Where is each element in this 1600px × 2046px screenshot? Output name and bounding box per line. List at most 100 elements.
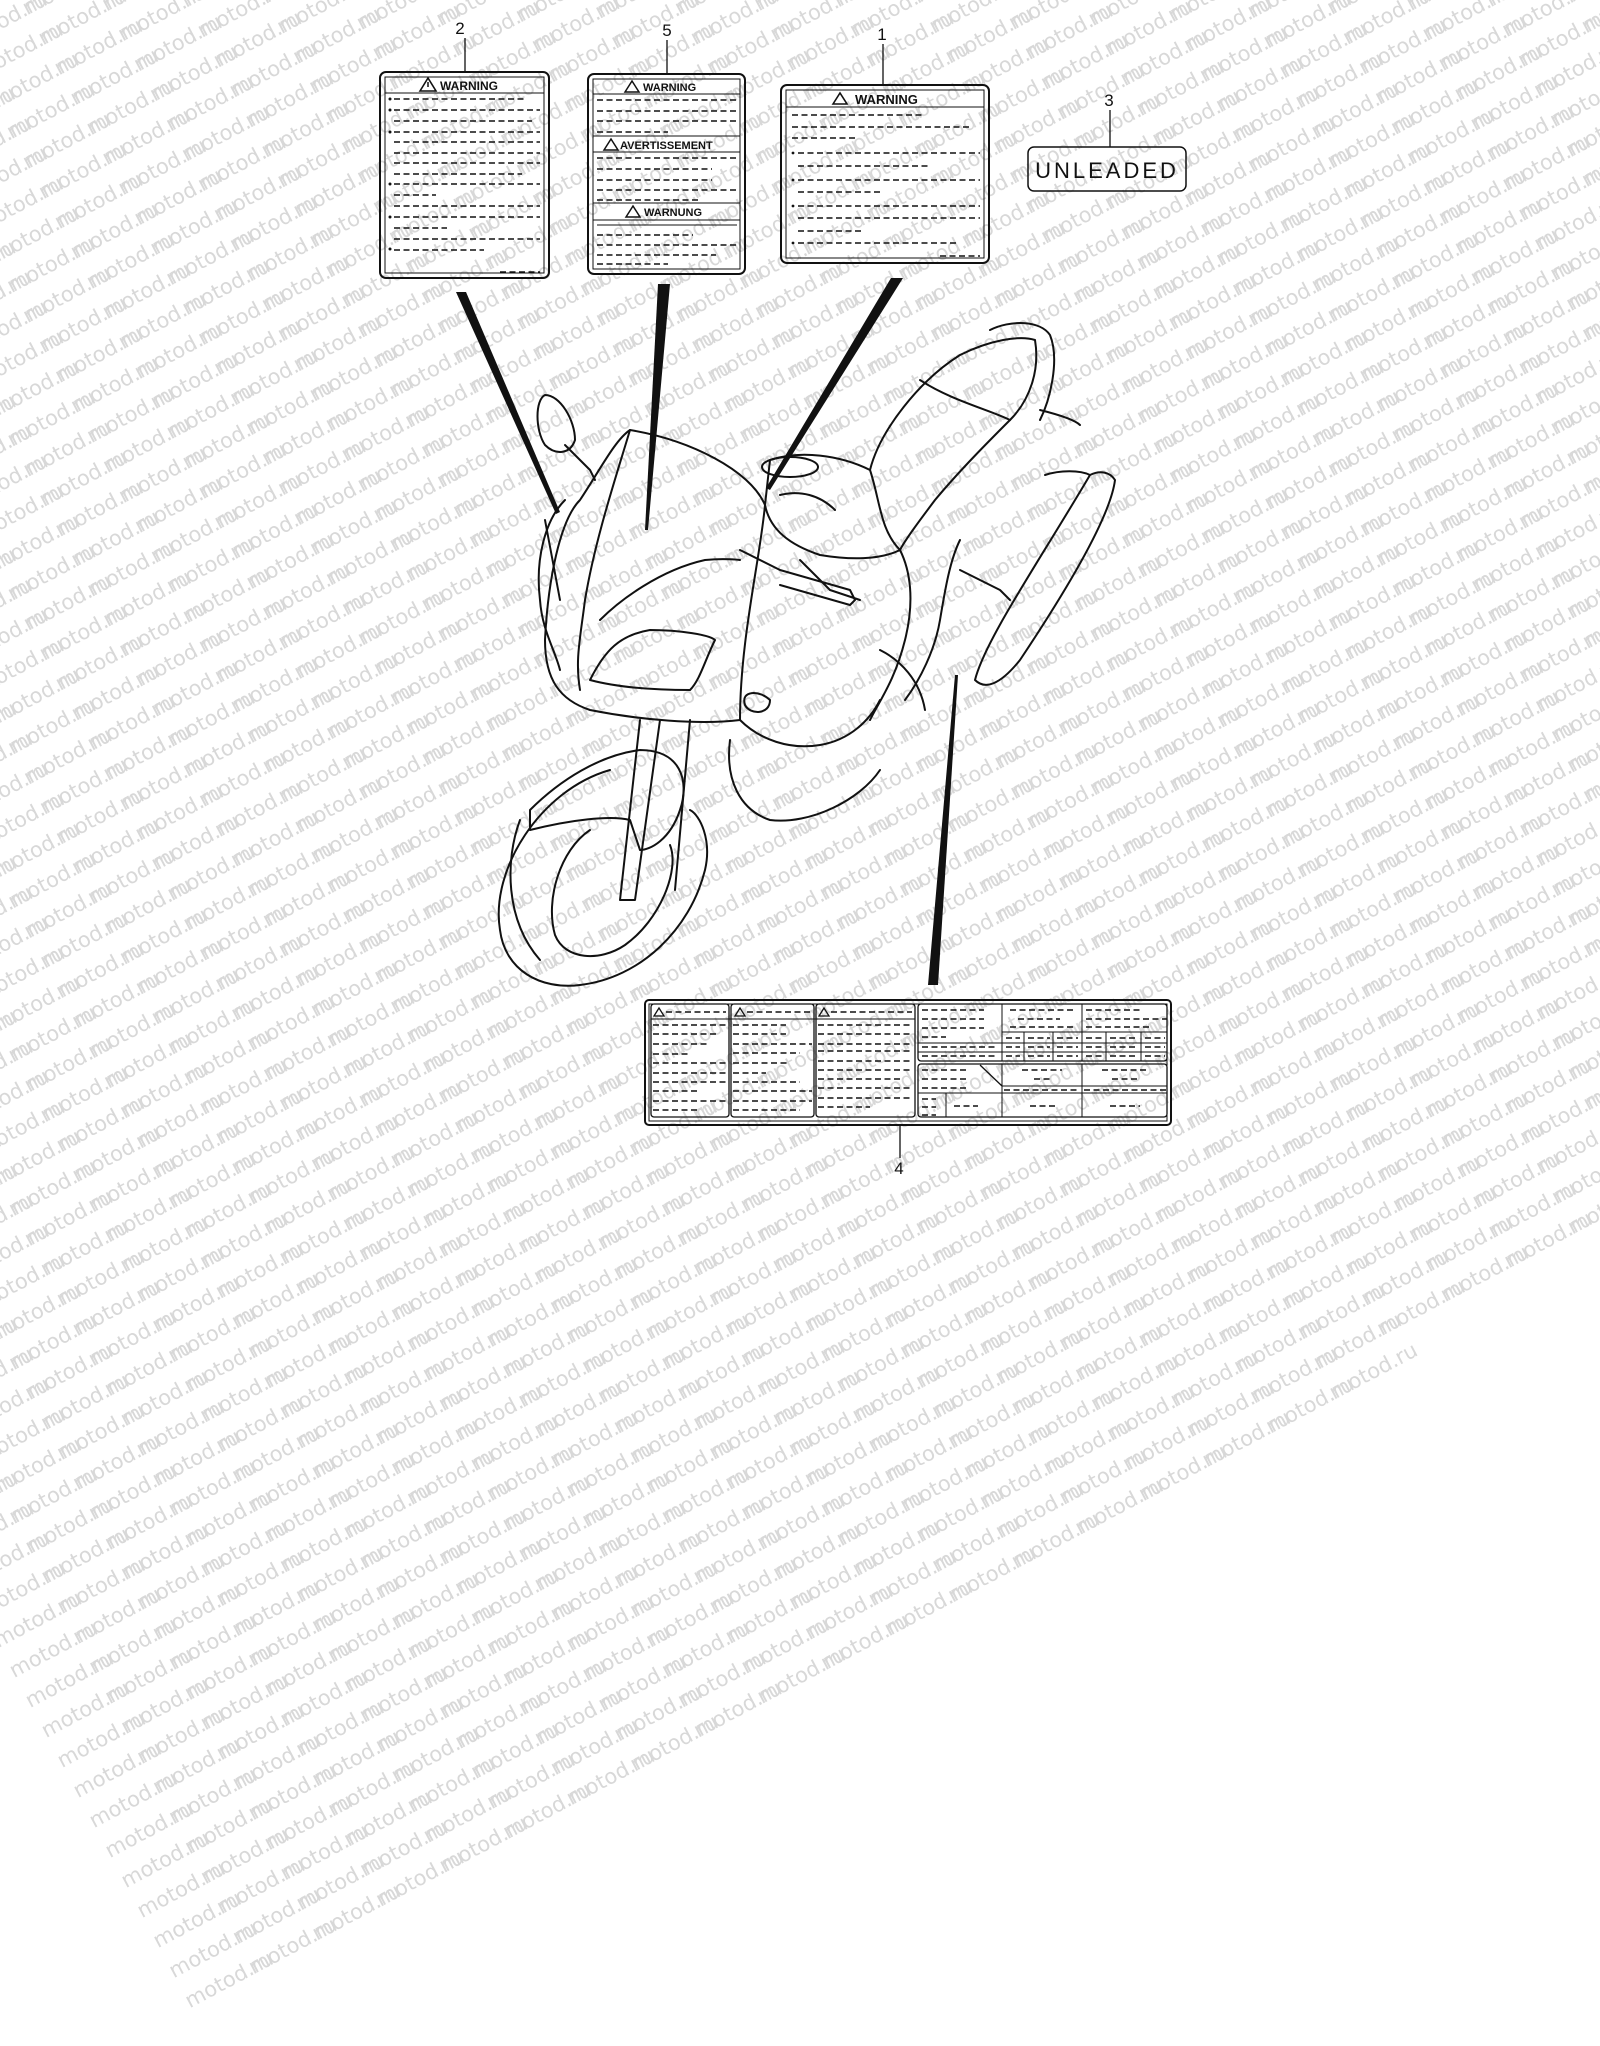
watermark-text: motod.ru bbox=[991, 1476, 1088, 1544]
watermark-text: motod.ru bbox=[434, 1195, 531, 1263]
watermark-text: motod.ru bbox=[68, 1582, 166, 1649]
watermark-text: motod.ru bbox=[179, 1330, 277, 1398]
watermark-text: motod.ru bbox=[498, 1777, 596, 1844]
watermark-text: motod.ru bbox=[546, 1559, 643, 1627]
watermark-text: motod.ru bbox=[68, 1274, 165, 1341]
watermark-text: motod.ru bbox=[864, 1544, 961, 1611]
watermark-text: motod.ru bbox=[1054, 1289, 1151, 1356]
watermark-text: motod.ru bbox=[847, 1206, 944, 1274]
watermark-text: motod.ru bbox=[148, 1578, 245, 1645]
watermark-text: motod.ru bbox=[0, 1556, 70, 1623]
watermark-text: motod.ru bbox=[1245, 1341, 1342, 1409]
watermark-text: motod.ru bbox=[403, 1751, 500, 1818]
watermark-text: motod.ru bbox=[1420, 1210, 1517, 1277]
watermark-text: motod.ru bbox=[179, 1484, 277, 1552]
watermark-text: motod.ru bbox=[5, 1616, 102, 1683]
watermark-text: motod.ru bbox=[291, 1387, 388, 1454]
label-2-warning[interactable]: 2 WARNING bbox=[379, 19, 550, 279]
watermark-text: motod.ru bbox=[1118, 1409, 1215, 1476]
watermark-text: motod.ru bbox=[609, 1371, 706, 1439]
watermark-text: motod.ru bbox=[228, 1728, 325, 1796]
watermark-text: motod.ru bbox=[69, 1736, 166, 1803]
watermark-text: motod.ru bbox=[943, 1386, 1040, 1454]
watermark-text: motod.ru bbox=[482, 1593, 579, 1660]
watermark-text: motod.ru bbox=[927, 1510, 1025, 1578]
watermark-text: motod.ru bbox=[1197, 1251, 1295, 1319]
watermark-text: motod.ru bbox=[37, 1676, 134, 1743]
watermark-text: motod.ru bbox=[116, 1826, 214, 1893]
watermark-text: motod.ru bbox=[514, 1653, 611, 1720]
watermark-text: motod.ru bbox=[847, 1360, 945, 1428]
watermark-text: motod.ru bbox=[482, 1439, 579, 1506]
watermark-text: motod.ru bbox=[975, 1446, 1072, 1514]
watermark-text: motod.ru bbox=[195, 1514, 293, 1582]
callout-number-5: 5 bbox=[662, 21, 671, 40]
watermark-text: motod.ru bbox=[131, 1240, 229, 1308]
watermark-text: motod.ru bbox=[227, 1266, 324, 1334]
watermark-text: motod.ru bbox=[275, 1510, 372, 1578]
watermark-text: motod.ru bbox=[657, 1462, 754, 1529]
watermark-text: motod.ru bbox=[863, 1390, 961, 1458]
watermark-text: motod.ru bbox=[1182, 1375, 1279, 1442]
watermark-text: motod.ru bbox=[927, 1356, 1024, 1424]
watermark-text: motod.ru bbox=[84, 1458, 181, 1525]
label-5-multilingual-warning[interactable]: 5 WARNING AVERTISSEMENT WARNUNG bbox=[587, 21, 746, 275]
watermark-text: motod.ru bbox=[529, 1221, 626, 1289]
watermark-text: motod.ru bbox=[402, 1597, 500, 1664]
label-5-header-en: WARNING bbox=[643, 82, 696, 94]
watermark-text: motod.ru bbox=[211, 1544, 309, 1612]
label-1-warning[interactable]: 1 WARNING bbox=[780, 25, 990, 264]
watermark-text: motod.ru bbox=[132, 1856, 230, 1923]
watermark-text: motod.ru bbox=[1277, 1247, 1374, 1315]
callout-number-3: 3 bbox=[1104, 91, 1113, 110]
watermark-text: motod.ru bbox=[736, 1304, 833, 1371]
watermark-text: motod.ru bbox=[720, 1428, 818, 1495]
watermark-text: motod.ru bbox=[561, 1281, 658, 1349]
label-4-spec-tables bbox=[917, 1003, 1168, 1118]
watermark-text: motod.ru bbox=[227, 1420, 324, 1488]
watermark-text: motod.ru bbox=[164, 1762, 261, 1829]
watermark-text: motod.ru bbox=[800, 1424, 897, 1491]
label-5-header-fr: AVERTISSEMENT bbox=[620, 140, 713, 152]
watermark-text: motod.ru bbox=[339, 1631, 436, 1698]
watermark-text: motod.ru bbox=[227, 1574, 325, 1642]
watermark-text: motod.ru bbox=[274, 1203, 372, 1270]
watermark-text: motod.ru bbox=[1181, 1221, 1279, 1289]
label-3-unleaded[interactable]: 3 UNLEADED bbox=[1027, 91, 1187, 192]
watermark-text: motod.ru bbox=[832, 1484, 929, 1551]
watermark-text: motod.ru bbox=[1070, 1319, 1167, 1386]
watermark-text: motod.ru bbox=[450, 1687, 548, 1754]
watermark-text: motod.ru bbox=[116, 1672, 214, 1739]
watermark-text: motod.ru bbox=[975, 1292, 1072, 1360]
watermark-text: motod.ru bbox=[100, 1488, 197, 1555]
watermark-text: motod.ru bbox=[1102, 1225, 1199, 1292]
watermark-text: motod.ru bbox=[577, 1619, 675, 1687]
watermark-text: motod.ru bbox=[704, 1244, 801, 1311]
watermark-text: motod.ru bbox=[132, 1702, 229, 1769]
watermark-text: motod.ru bbox=[164, 1608, 261, 1675]
watermark-text: motod.ru bbox=[481, 1285, 579, 1353]
watermark-text: motod.ru bbox=[721, 1582, 818, 1649]
watermark-text: motod.ru bbox=[1436, 1240, 1533, 1307]
watermark-text: motod.ru bbox=[562, 1743, 659, 1810]
watermark-text: motod.ru bbox=[1150, 1315, 1247, 1382]
label-4-information[interactable]: 4 bbox=[644, 999, 1172, 1178]
watermark-text: motod.ru bbox=[85, 1766, 182, 1833]
watermark-text: motod.ru bbox=[640, 1278, 738, 1345]
watermark-text: motod.ru bbox=[784, 1394, 881, 1461]
watermark-text: motod.ru bbox=[561, 1589, 659, 1657]
watermark-text: motod.ru bbox=[704, 1398, 802, 1465]
watermark-text: motod.ru bbox=[290, 1233, 388, 1300]
watermark-text: motod.ru bbox=[339, 1784, 436, 1852]
watermark-text: motod.ru bbox=[4, 1308, 102, 1375]
watermark-text: motod.ru bbox=[307, 1878, 405, 1946]
watermark-text: motod.ru bbox=[943, 1540, 1041, 1608]
watermark-text: motod.ru bbox=[1404, 1180, 1501, 1247]
watermark-text: motod.ru bbox=[53, 1706, 150, 1773]
watermark-text: motod.ru bbox=[1309, 1307, 1406, 1375]
watermark-text: motod.ru bbox=[736, 1458, 834, 1525]
watermark-text: motod.ru bbox=[306, 1263, 404, 1330]
watermark-text: motod.ru bbox=[1165, 1191, 1263, 1259]
watermark-text: motod.ru bbox=[370, 1537, 468, 1604]
watermark-text: motod.ru bbox=[450, 1379, 547, 1446]
